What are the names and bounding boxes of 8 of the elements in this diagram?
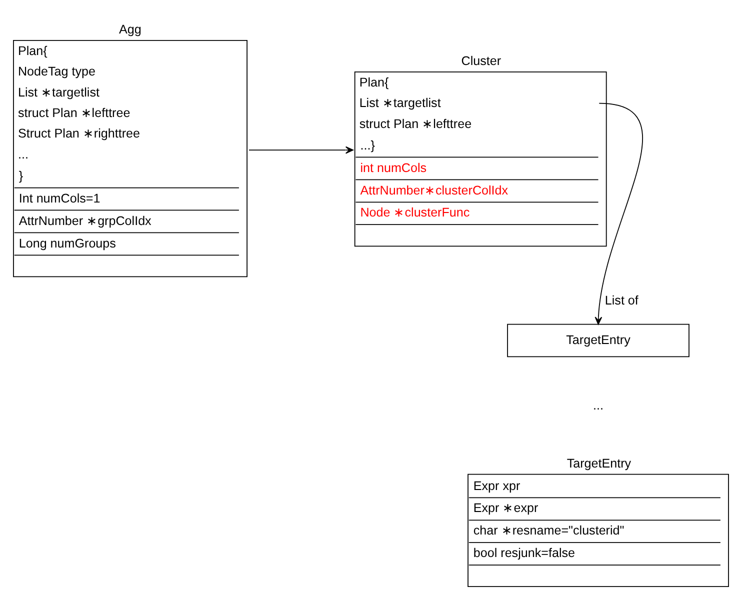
node-label: TargetEntry: [566, 456, 632, 470]
arrow: [248, 146, 354, 154]
arrow: [594, 102, 644, 325]
node-box: TargetEntry: [507, 324, 690, 358]
edge-label: List of: [604, 294, 638, 308]
label: ...: [593, 398, 604, 412]
node-label: Cluster: [461, 54, 502, 68]
node-label: Agg: [119, 22, 142, 36]
